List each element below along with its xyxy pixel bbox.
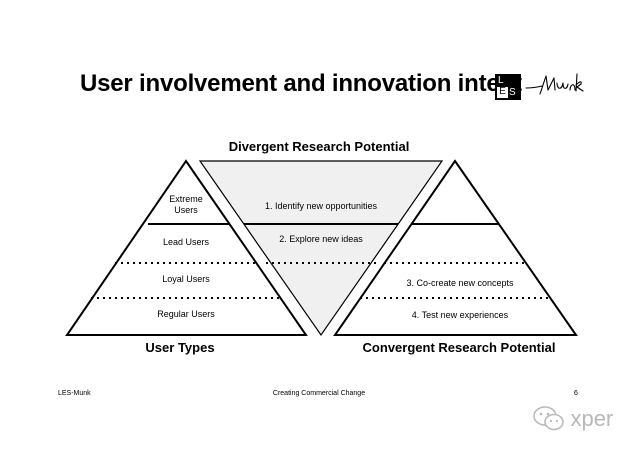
- step-explore-ideas: 2. Explore new ideas: [279, 234, 363, 244]
- convergent-research-label: Convergent Research Potential: [363, 340, 556, 355]
- logo-letter-e: E: [497, 87, 508, 98]
- tier-extreme-users-line1: Extreme: [169, 194, 203, 204]
- footer-center: Creating Commercial Change: [272, 390, 366, 397]
- wechat-icon: [533, 406, 564, 431]
- munk-signature: [525, 73, 584, 95]
- footer-left: LES-Munk: [58, 390, 91, 397]
- tier-lead-users: Lead Users: [163, 237, 210, 247]
- watermark-text: xper: [570, 406, 614, 431]
- right-pyramid: [333, 159, 578, 336]
- user-types-label: User Types: [145, 340, 214, 355]
- step-identify-opportunities: 1. Identify new opportunities: [265, 201, 378, 211]
- center-funnel: [198, 160, 444, 337]
- tier-regular-users: Regular Users: [157, 309, 215, 319]
- step-co-create-concepts: 3. Co-create new concepts: [406, 278, 514, 288]
- logo-letter-s: S: [509, 87, 516, 98]
- divergent-research-label: Divergent Research Potential: [229, 139, 410, 154]
- watermark: xper: [532, 404, 613, 434]
- tier-extreme-users-line2: Users: [174, 205, 198, 215]
- les-logo: L E S: [495, 74, 521, 100]
- slide-title: User involvement and innovation intent: [80, 70, 522, 97]
- left-pyramid: [65, 159, 308, 336]
- logo-letter-l: L: [498, 75, 504, 86]
- footer-page-number: 6: [574, 390, 578, 397]
- step-test-experiences: 4. Test new experiences: [412, 310, 509, 320]
- tier-loyal-users: Loyal Users: [162, 274, 210, 284]
